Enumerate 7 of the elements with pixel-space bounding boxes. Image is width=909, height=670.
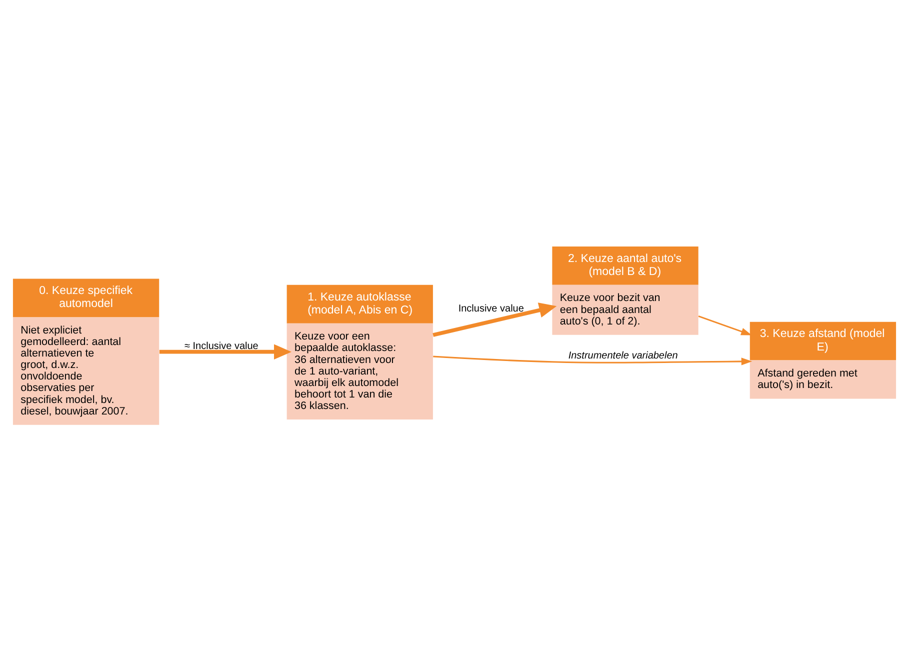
arrow: [433, 355, 752, 365]
arrow: [698, 314, 752, 335]
arrow: [159, 344, 292, 359]
edge-label: Instrumentele variabelen: [568, 350, 678, 361]
arrow: [432, 302, 557, 336]
edge-label: ≈ Inclusive value: [184, 340, 258, 352]
edge-label: Inclusive value: [458, 302, 524, 314]
